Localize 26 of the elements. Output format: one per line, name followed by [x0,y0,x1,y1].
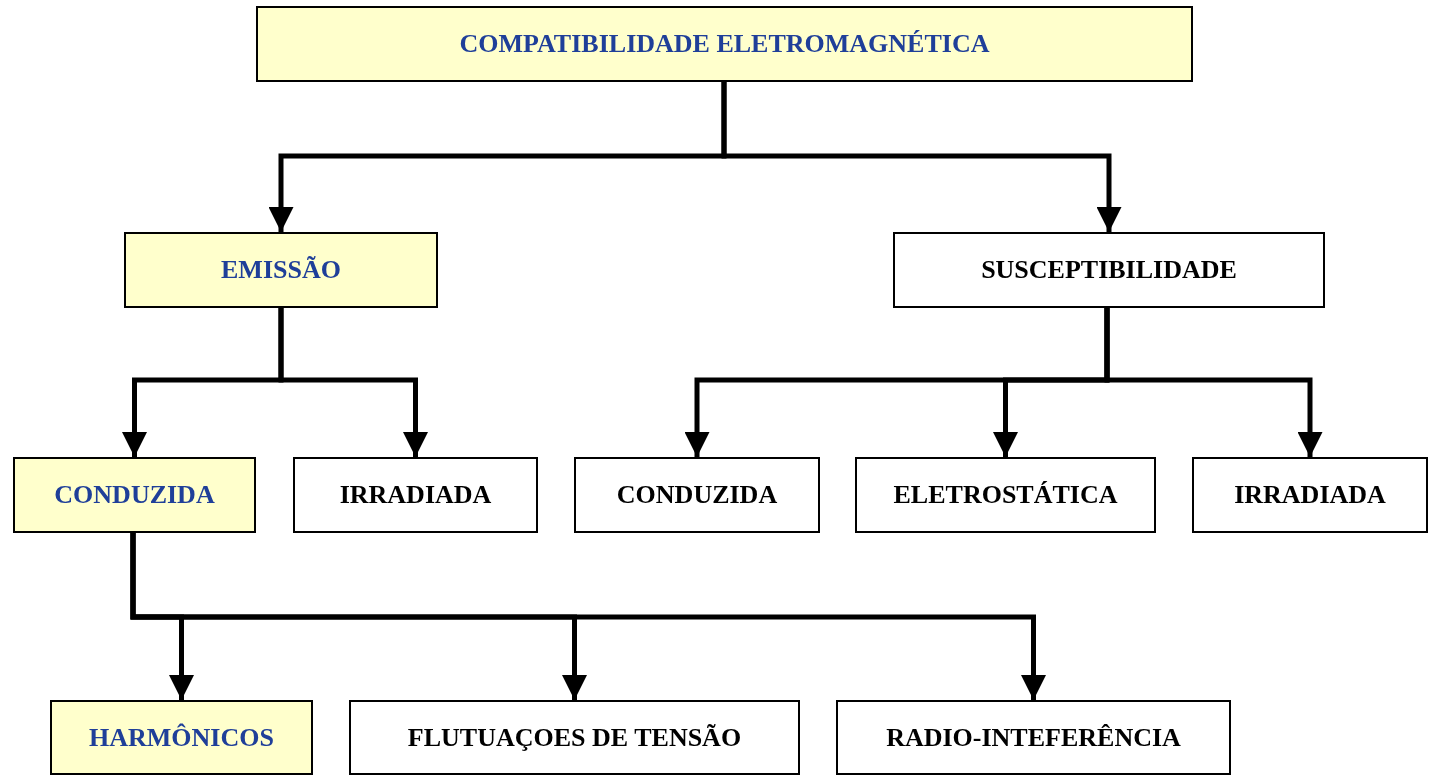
arrow [130,533,1046,700]
category-box [349,700,800,775]
box-label: COMPATIBILIDADE ELETROMAGNÉTICA [459,29,990,59]
box-label: EMISSÃO [221,255,341,285]
arrow [721,82,1122,232]
box-label: IRRADIADA [339,480,492,510]
category-box [13,457,256,533]
category-box [293,457,538,533]
category-box [1192,457,1428,533]
box-label: SUSCEPTIBILIDADE [981,255,1237,285]
category-box [50,700,313,775]
category-box [836,700,1231,775]
box-label: IRRADIADA [1234,480,1386,510]
box-label: HARMÔNICOS [89,722,274,753]
category-box [855,457,1156,533]
box-label: CONDUZIDA [54,480,215,510]
category-box [893,232,1325,308]
box-label: ELETROSTÁTICA [893,480,1118,510]
box-label: RADIO-INTEFERÊNCIA [886,722,1181,753]
category-box [574,457,820,533]
category-box [124,232,438,308]
arrow [278,308,428,457]
box-label: FLUTUAÇOES DE TENSÃO [407,722,742,753]
category-box [256,6,1193,82]
arrow [1104,308,1323,457]
box-label: CONDUZIDA [616,480,778,510]
